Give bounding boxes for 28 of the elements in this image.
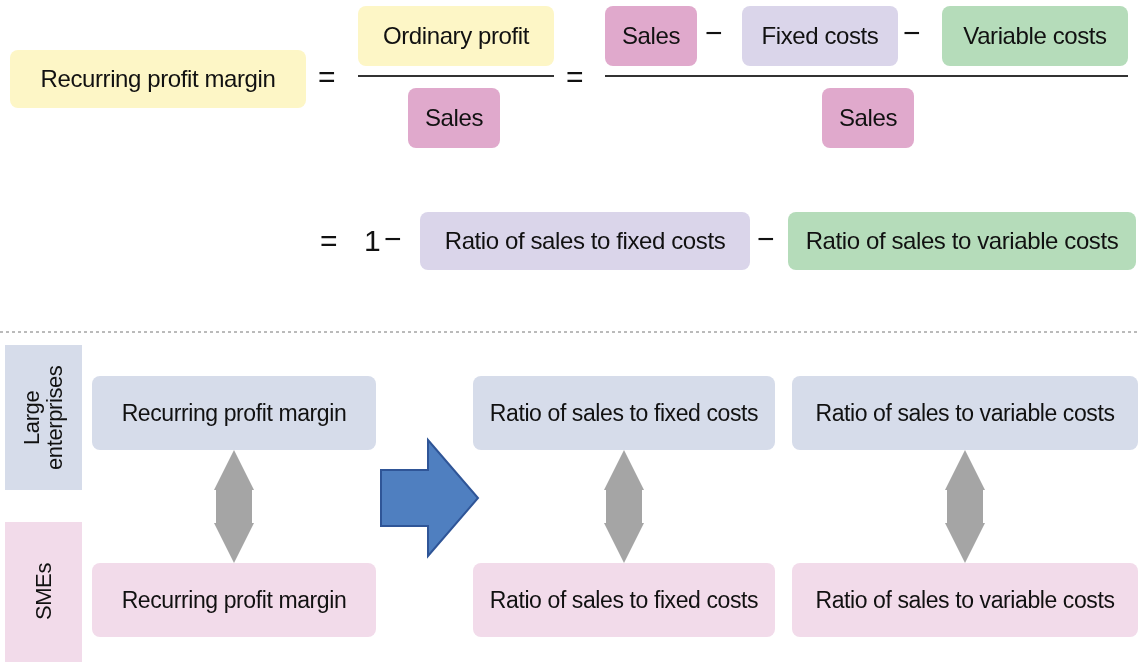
metric-box: Ratio of sales to fixed costs — [473, 563, 775, 637]
term-box: Ratio of sales to variable costs — [788, 212, 1136, 270]
term-box: Recurring profit margin — [10, 50, 306, 108]
term-box: Sales — [605, 6, 697, 66]
term-box: Ratio of sales to fixed costs — [420, 212, 750, 270]
equals-sign: = — [320, 226, 338, 256]
metric-box: Recurring profit margin — [92, 563, 376, 637]
metric-box: Ratio of sales to fixed costs — [473, 376, 775, 450]
minus-sign: − — [705, 18, 723, 48]
metric-box: Ratio of sales to variable costs — [792, 376, 1138, 450]
metric-box: Recurring profit margin — [92, 376, 376, 450]
term-box: Sales — [822, 88, 914, 148]
term-box: Ordinary profit — [358, 6, 554, 66]
double-arrow — [214, 450, 254, 563]
term-box: Variable costs — [942, 6, 1128, 66]
equals-sign: = — [318, 62, 336, 92]
double-arrow — [945, 450, 985, 563]
row-header: SMEs — [5, 522, 82, 662]
equals-sign: = — [566, 62, 584, 92]
minus-sign: − — [384, 224, 402, 254]
number: 1 — [364, 226, 381, 256]
row-header: Large enterprises — [5, 345, 82, 490]
double-arrow — [604, 450, 644, 563]
minus-sign: − — [903, 18, 921, 48]
minus-sign: − — [757, 224, 775, 254]
term-box: Sales — [408, 88, 500, 148]
term-box: Fixed costs — [742, 6, 898, 66]
metric-box: Ratio of sales to variable costs — [792, 563, 1138, 637]
